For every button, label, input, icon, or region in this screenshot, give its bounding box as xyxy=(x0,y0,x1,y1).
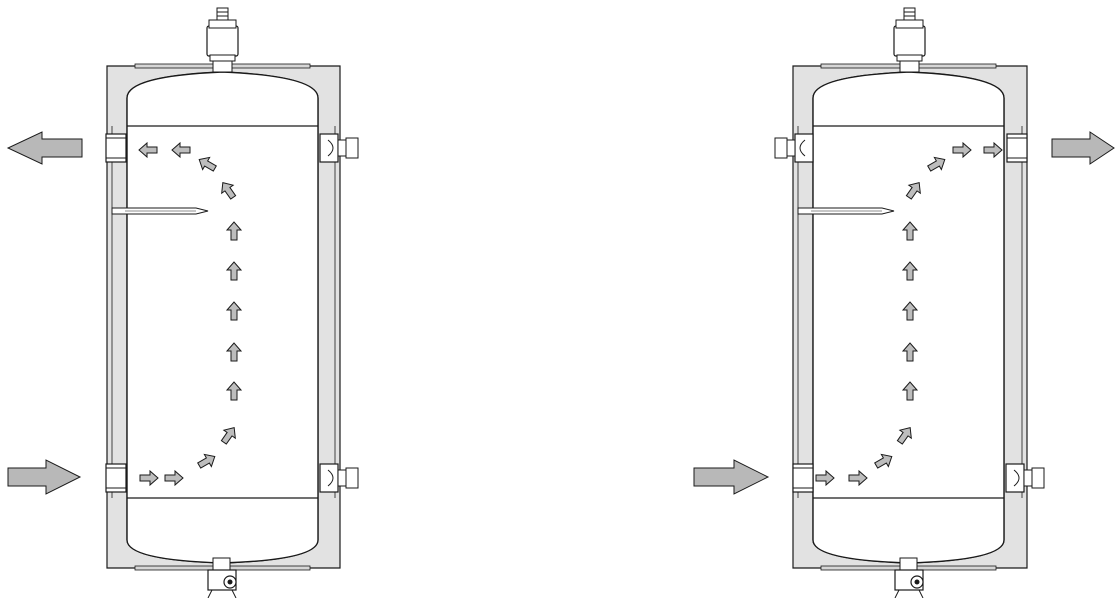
tank-right xyxy=(693,7,1115,598)
tank-body-left xyxy=(126,71,319,564)
connection-bottom-right-plugged xyxy=(319,463,359,493)
air-vent-valve-right xyxy=(893,7,926,73)
drain-valve-right xyxy=(894,557,924,598)
air-vent-valve-left xyxy=(206,7,239,73)
connection-top-right-open xyxy=(1006,133,1028,163)
drain-valve-left xyxy=(207,557,237,598)
connection-top-left-open xyxy=(105,133,127,163)
sensor-probe-left xyxy=(111,207,209,215)
inlet-arrow-right xyxy=(693,459,770,495)
connection-bottom-left-open xyxy=(792,463,814,493)
tank-left xyxy=(6,7,359,598)
inlet-arrow-left xyxy=(7,459,82,495)
connection-top-right-plugged xyxy=(319,133,359,163)
outlet-arrow-left xyxy=(6,131,83,165)
connection-bottom-left-open xyxy=(105,463,127,493)
connection-bottom-right-plugged xyxy=(1005,463,1045,493)
sensor-probe-right xyxy=(797,207,895,215)
connection-top-left-plugged xyxy=(774,133,814,163)
outlet-arrow-right xyxy=(1051,131,1115,165)
